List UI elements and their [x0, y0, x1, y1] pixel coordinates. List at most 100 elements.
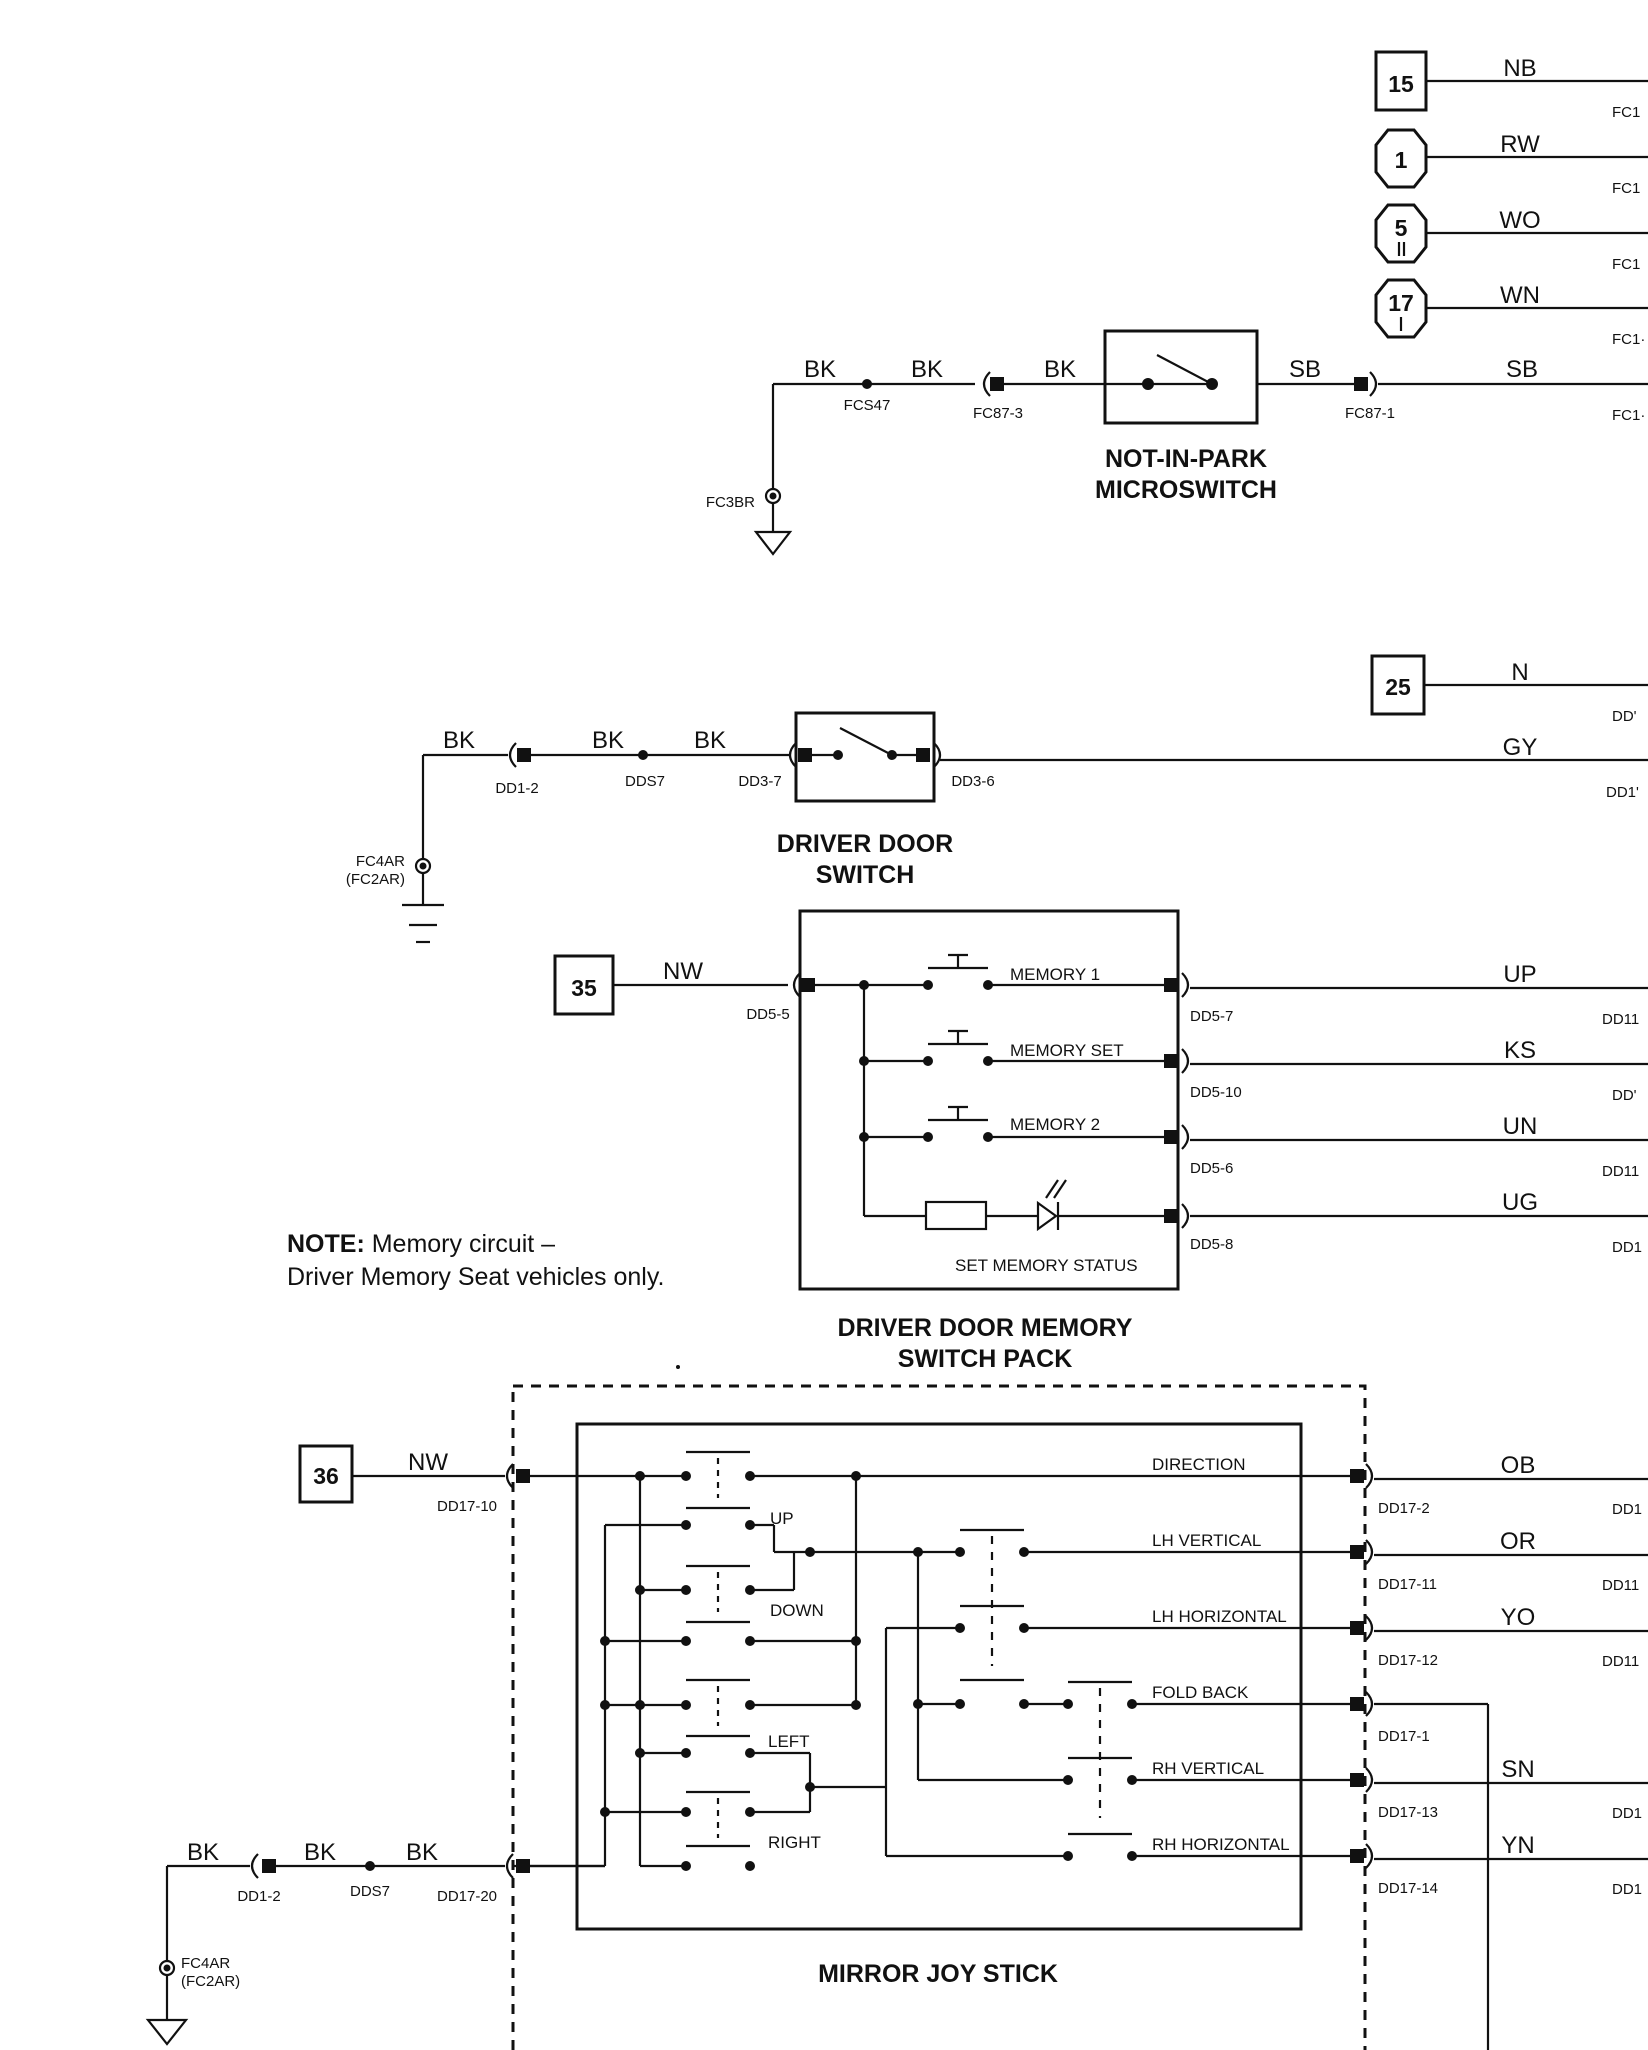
switch-lh-vertical [955, 1528, 1350, 1666]
memory-1-label: MEMORY 1 [1010, 965, 1100, 984]
connector-dd1-sn: DD1 [1612, 1805, 1642, 1822]
wire-bk-f-label: BK [694, 727, 726, 754]
connector-dd17-12: DD17-12 [1378, 1652, 1438, 1669]
memory-pack-title-1: DRIVER DOOR MEMORY [838, 1314, 1133, 1342]
wire-or-label: OR [1500, 1528, 1536, 1555]
connector-dd1-2-b: DD1-2 [237, 1888, 280, 1905]
fold-back-label: FOLD BACK [1152, 1683, 1249, 1702]
ref-25-label: 25 [1385, 674, 1411, 700]
ref-5-label: 5 [1395, 215, 1408, 241]
connector-fc1-e: FC1· [1612, 407, 1645, 424]
connector-dd17-10: DD17-10 [437, 1498, 497, 1515]
rh-horizontal-label: RH HORIZONTAL [1152, 1835, 1290, 1854]
connector-dd5-10: DD5-10 [1190, 1084, 1242, 1101]
connector-dd11-a: DD11 [1602, 1011, 1639, 1028]
wire-wn-label: WN [1500, 282, 1540, 309]
not-in-park-circuit: BK BK FCS47 FC87-3 BK SB FC87-1 SB FC1· … [706, 329, 1648, 556]
connector-dd11-b: DD11 [1602, 1163, 1639, 1180]
joystick-output-connectors [1350, 1463, 1648, 2050]
memory-note: NOTE: Memory circuit – Driver Memory Sea… [287, 1230, 664, 1291]
memory-set-label: MEMORY SET [1010, 1041, 1124, 1060]
resistor-icon [924, 1200, 988, 1231]
ref-17-label: 17 [1388, 290, 1414, 316]
connector-dd-ks: DD' [1612, 1087, 1637, 1104]
connector-fc4ar-b: FC4AR [181, 1955, 230, 1972]
wire-bk-e-label: BK [592, 727, 624, 754]
connector-dd1-ob: DD1 [1612, 1501, 1642, 1518]
connector-fc1-d: FC1· [1612, 331, 1645, 348]
led-icon [1036, 1179, 1067, 1232]
ref-15-label: 15 [1388, 71, 1414, 97]
chassis-ground-icon [402, 903, 444, 944]
connector-dd17-11: DD17-11 [1378, 1576, 1437, 1593]
wire-n-label: N [1511, 659, 1528, 686]
connector-dd1-yn: DD1 [1612, 1881, 1642, 1898]
connector-dd17-20: DD17-20 [437, 1888, 497, 1905]
ref-35-label: 35 [571, 975, 597, 1001]
lh-vertical-label: LH VERTICAL [1152, 1531, 1261, 1550]
memory-2-label: MEMORY 2 [1010, 1115, 1100, 1134]
note-line-2: Driver Memory Seat vehicles only. [287, 1263, 664, 1291]
joystick-switch-right [600, 1787, 812, 1871]
connector-dd-gy: DD1' [1606, 784, 1639, 801]
connector-dd17-13: DD17-13 [1378, 1804, 1438, 1821]
lh-horizontal-label: LH HORIZONTAL [1152, 1607, 1287, 1626]
connector-dd17-14: DD17-14 [1378, 1880, 1438, 1897]
wire-nw-2-label: NW [408, 1449, 448, 1476]
ref-1-label: 1 [1395, 147, 1408, 173]
joystick-switch-down [600, 1547, 861, 1646]
wire-bk-d-label: BK [443, 727, 475, 754]
wire-ks-label: KS [1504, 1037, 1536, 1064]
connector-dd3-6: DD3-6 [951, 773, 994, 790]
connector-fc3br: FC3BR [706, 494, 755, 511]
connector-dd17-2: DD17-2 [1378, 1500, 1430, 1517]
joystick-switch-up [681, 1450, 776, 1552]
connector-dd11-or: DD11 [1602, 1577, 1639, 1594]
connector-fc1-a: FC1 [1612, 104, 1640, 121]
wire-un-label: UN [1503, 1113, 1538, 1140]
ref-15-circuit: 15 NB FC1 [1374, 50, 1648, 121]
wire-ug-label: UG [1502, 1189, 1538, 1216]
rh-vertical-label: RH VERTICAL [1152, 1759, 1264, 1778]
not-in-park-title-2: MICROSWITCH [1095, 476, 1277, 504]
wire-sn-label: SN [1501, 1756, 1534, 1783]
wire-bk-h-label: BK [304, 1839, 336, 1866]
connector-dd1-2-a: DD1-2 [495, 780, 538, 797]
not-in-park-switch-body [1103, 329, 1259, 425]
ref-5-circuit: 5 WO FC1 [1374, 203, 1648, 273]
ground-icon-2 [145, 2018, 189, 2046]
wire-sb-1-label: SB [1289, 356, 1321, 383]
ref-36-label: 36 [313, 1463, 339, 1489]
connector-dd5-6: DD5-6 [1190, 1160, 1233, 1177]
set-memory-status-label: SET MEMORY STATUS [955, 1256, 1138, 1275]
switch-rh-horizontal [1063, 1851, 1350, 1861]
connector-dd5-7: DD5-7 [1190, 1008, 1233, 1025]
connector-fc2ar-a: (FC2AR) [346, 871, 405, 888]
mirror-joystick: 36 NW DD17-10 UP [145, 1384, 1648, 2050]
wire-ob-label: OB [1501, 1452, 1536, 1479]
connector-fc2ar-b: (FC2AR) [181, 1973, 240, 1990]
joystick-switch-left [600, 1678, 886, 1792]
connector-dd5-5: DD5-5 [746, 1006, 789, 1023]
switch-fold-back [955, 1680, 1350, 1818]
connector-fc87-3: FC87-3 [973, 405, 1023, 422]
connector-dd17-1: DD17-1 [1378, 1728, 1430, 1745]
driver-door-switch-title-2: SWITCH [816, 861, 915, 889]
wire-wo-label: WO [1499, 207, 1540, 234]
switch-lh-horizontal [955, 1623, 1350, 1682]
memory-pack-body [798, 909, 1180, 1291]
joystick-down-label: DOWN [770, 1601, 824, 1620]
not-in-park-title-1: NOT-IN-PARK [1105, 445, 1267, 473]
joystick-left-label: LEFT [768, 1732, 810, 1751]
switch-rh-vertical [1063, 1775, 1350, 1836]
driver-door-switch-body [794, 711, 936, 803]
mirror-joystick-dashed-outline [511, 1384, 1367, 2050]
ref-25-circuit: 25 N DD' [1370, 654, 1648, 725]
ref-1-circuit: 1 RW FC1 [1374, 128, 1648, 197]
connector-fc4ar-a: FC4AR [356, 853, 405, 870]
wire-nb-label: NB [1503, 55, 1536, 82]
wire-up-label: UP [1503, 961, 1536, 988]
wire-bk-c-label: BK [1044, 356, 1076, 383]
driver-door-switch-title-1: DRIVER DOOR [777, 830, 953, 858]
